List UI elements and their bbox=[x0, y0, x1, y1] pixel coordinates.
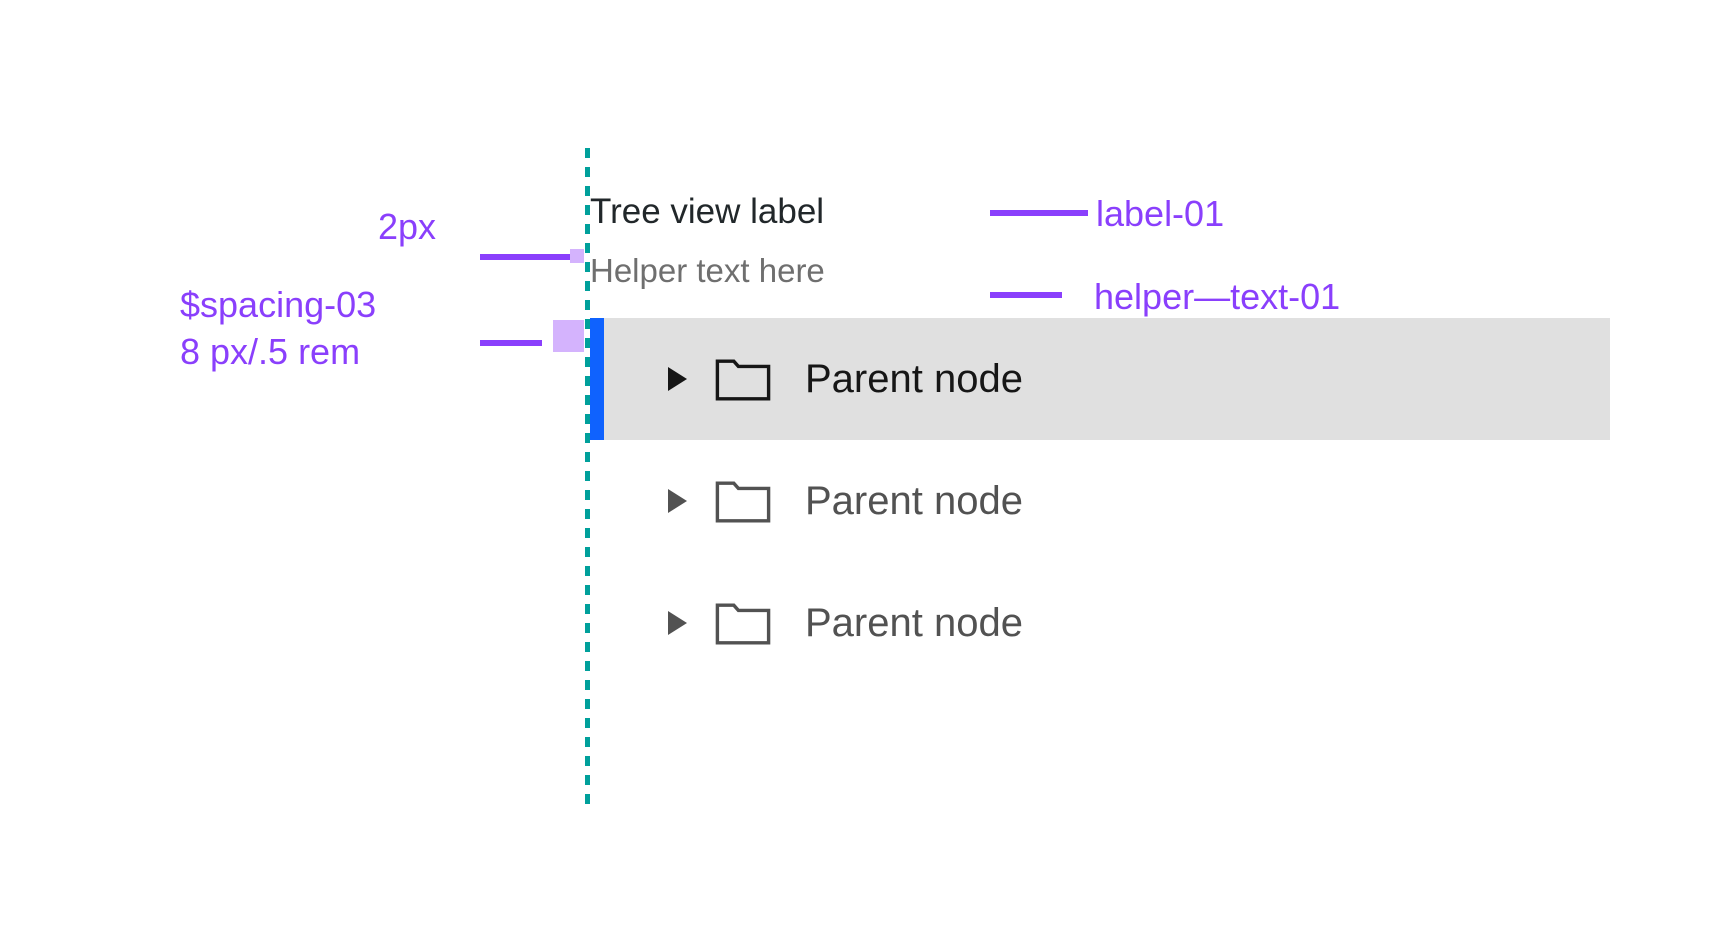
annotation-leader-line-label bbox=[990, 210, 1088, 216]
annotation-swatch-spacing bbox=[553, 320, 584, 352]
tree-node-content: Parent node bbox=[590, 600, 1023, 646]
annotation-leader-line-2px bbox=[480, 254, 570, 260]
tree-view-label: Tree view label bbox=[590, 192, 825, 231]
tree-node-content: Parent node bbox=[590, 356, 1023, 402]
annotation-measure-2px: 2px bbox=[378, 206, 437, 247]
caret-right-icon[interactable] bbox=[668, 367, 687, 391]
caret-right-icon[interactable] bbox=[668, 611, 687, 635]
selection-indicator-bar bbox=[590, 318, 604, 440]
folder-icon bbox=[715, 603, 771, 645]
tree-node-item[interactable]: Parent node bbox=[590, 318, 1610, 440]
tree-node-item[interactable]: Parent node bbox=[590, 440, 1610, 562]
annotation-leader-line-spacing bbox=[480, 340, 542, 346]
tree-view: Tree view label Helper text here Parent … bbox=[590, 190, 1610, 684]
folder-icon bbox=[715, 359, 771, 401]
annotation-spacing-token: $spacing-03 bbox=[180, 284, 377, 325]
tree-node-list: Parent node Parent node bbox=[590, 318, 1610, 684]
tree-node-item[interactable]: Parent node bbox=[590, 562, 1610, 684]
caret-right-icon[interactable] bbox=[668, 489, 687, 513]
annotation-helper-token: helper—text-01 bbox=[1094, 276, 1341, 317]
annotation-leader-line-helper bbox=[990, 292, 1062, 298]
folder-icon bbox=[715, 481, 771, 523]
tree-node-label: Parent node bbox=[805, 357, 1023, 401]
tree-node-label: Parent node bbox=[805, 601, 1023, 645]
alignment-guide-line bbox=[585, 148, 590, 813]
annotation-label-token: label-01 bbox=[1096, 193, 1225, 234]
tree-node-label: Parent node bbox=[805, 479, 1023, 523]
annotation-swatch-2px bbox=[570, 249, 584, 263]
tree-node-content: Parent node bbox=[590, 478, 1023, 524]
tree-view-helper-text: Helper text here bbox=[590, 252, 825, 289]
annotation-spacing-value: 8 px/.5 rem bbox=[180, 331, 361, 372]
